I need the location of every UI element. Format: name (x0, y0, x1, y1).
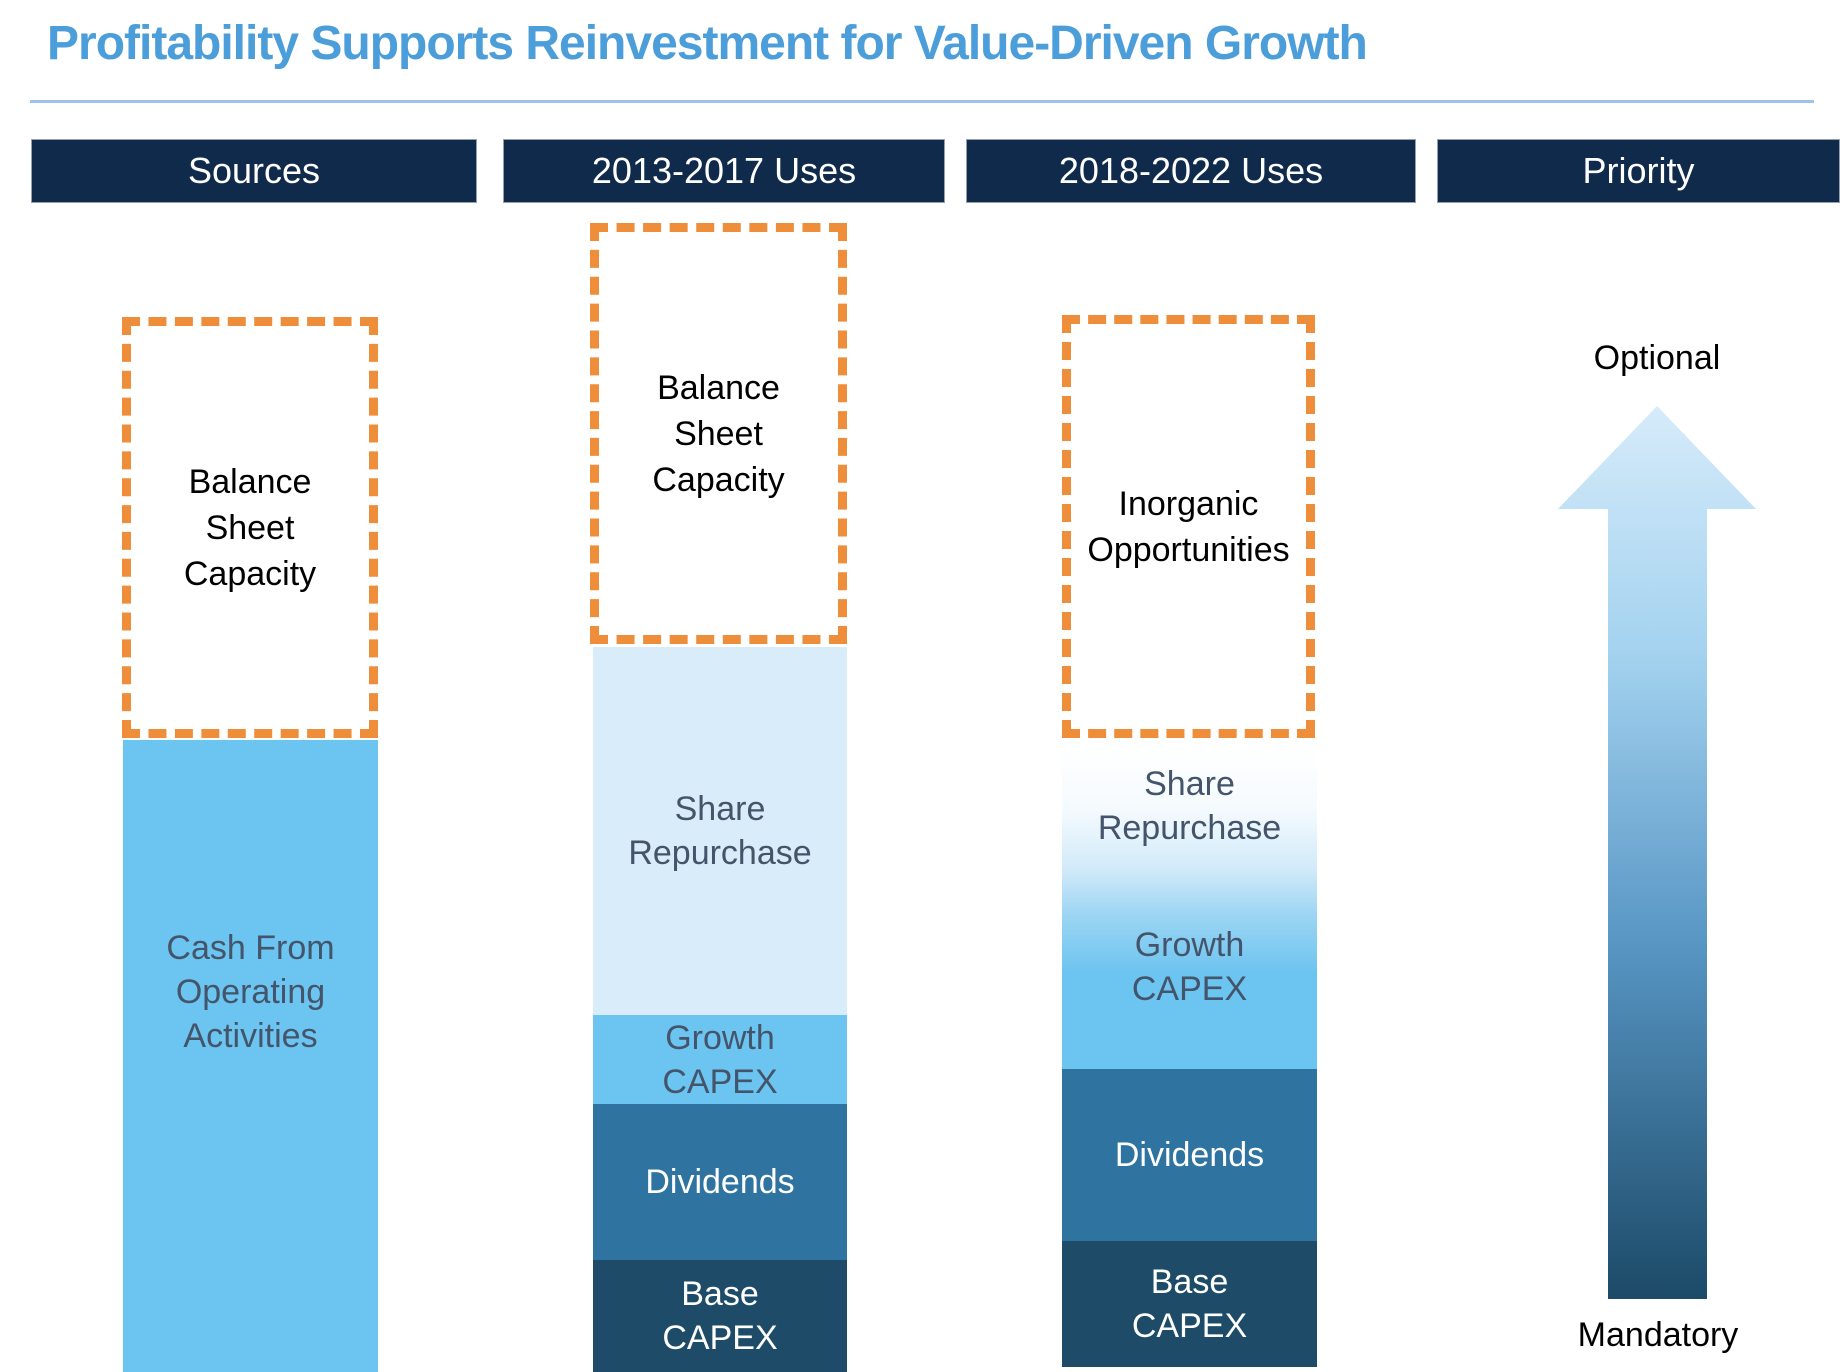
priority-arrow-icon (1558, 406, 1756, 1299)
header-priority: Priority (1437, 139, 1840, 203)
bar-growth-capex-2013-2017: Growth CAPEX (593, 1015, 847, 1104)
bar-dividends-2013-2017: Dividends (593, 1104, 847, 1260)
bar-base-capex-2013-2017: Base CAPEX (593, 1260, 847, 1372)
header-2013-2017-uses: 2013-2017 Uses (503, 139, 945, 203)
bar-dividends-2018-2022: Dividends (1062, 1069, 1317, 1241)
dashed-box-inorganic-opportunities: Inorganic Opportunities (1062, 315, 1315, 738)
dashed-box-balance-sheet-capacity-2013-2017: Balance Sheet Capacity (590, 223, 847, 644)
header-sources: Sources (31, 139, 477, 203)
priority-optional-label: Optional (1593, 339, 1721, 377)
bar-share-repurchase-2018-2022: Share Repurchase (1062, 748, 1317, 915)
bar-base-capex-2018-2022: Base CAPEX (1062, 1241, 1317, 1367)
title-underline (30, 100, 1814, 103)
priority-mandatory-label: Mandatory (1577, 1316, 1739, 1354)
page-title: Profitability Supports Reinvestment for … (47, 17, 1368, 70)
dashed-box-balance-sheet-capacity-sources: Balance Sheet Capacity (122, 317, 378, 738)
header-2018-2022-uses: 2018-2022 Uses (966, 139, 1416, 203)
bar-cash-from-operating-activities: Cash From Operating Activities (123, 740, 378, 1372)
bar-share-repurchase-2013-2017: Share Repurchase (593, 647, 847, 1015)
bar-growth-capex-2018-2022: Growth CAPEX (1062, 915, 1317, 1069)
